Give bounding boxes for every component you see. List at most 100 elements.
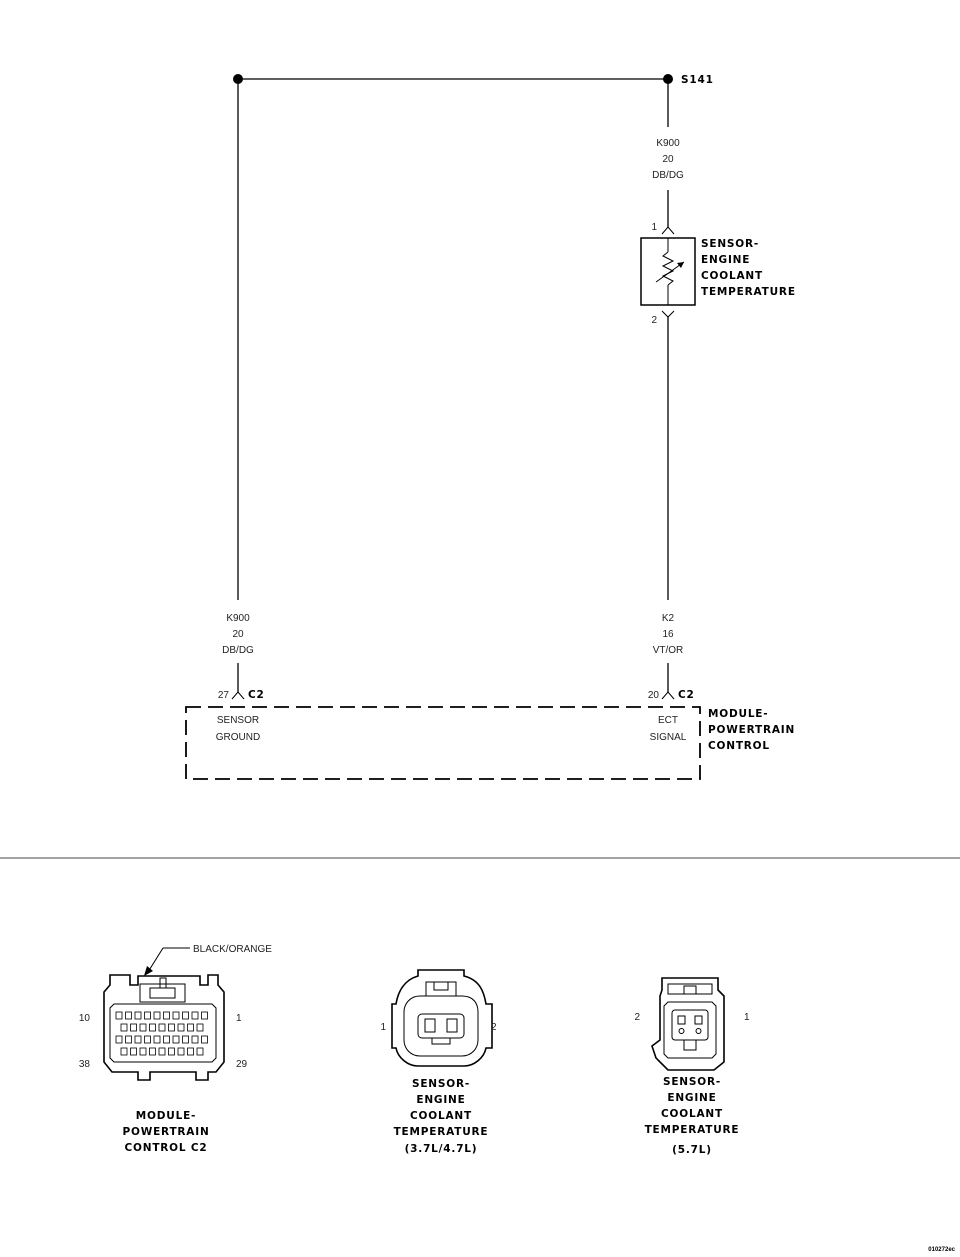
svg-text:20: 20 [232,629,244,640]
sensor-name: SENSOR- ENGINE COOLANT TEMPERATURE [701,238,796,298]
pcm-c2-cavity [139,1023,147,1032]
svg-text:COOLANT: COOLANT [661,1108,723,1120]
pcm-c2-cavity [163,1011,170,1020]
pcm-c2-pin-10: 10 [79,1013,91,1024]
svg-text:DB/DG: DB/DG [652,170,684,181]
pcm-c2-cavity [153,1035,161,1044]
svg-text:MODULE-: MODULE- [136,1110,196,1122]
pcm-c2-cavity [201,1011,208,1020]
pcm-right-pin-number: 20 [648,690,660,701]
pcm-c2-cavity [158,1047,166,1056]
pcm-c2-pin-1: 1 [236,1013,242,1024]
svg-text:GROUND: GROUND [216,732,260,743]
pcm-c2-pin-38: 38 [79,1059,91,1070]
sensor-pin1-number: 1 [651,222,657,233]
pcm-c2-cavity [168,1047,175,1056]
svg-text:VT/OR: VT/OR [653,645,684,656]
figure-code: 010272ec [928,1247,955,1253]
pcm-right-function: ECT SIGNAL [650,715,687,743]
pcm-c2-cavity [196,1047,204,1056]
pcm-c2-connector-view: BLACK/ORANGE 10 1 38 29 MODULE- POWERTRA… [79,944,272,1154]
pcm-c2-cavity [130,1047,137,1056]
svg-text:MODULE-: MODULE- [708,708,768,720]
pcm-c2-cavity [115,1011,123,1020]
pcm-c2-cavity [130,1023,137,1032]
svg-text:CONTROL C2: CONTROL C2 [125,1142,208,1154]
svg-text:COOLANT: COOLANT [410,1110,472,1122]
svg-text:SENSOR-: SENSOR- [701,238,759,250]
ect-37-pin-1: 1 [380,1022,386,1033]
pcm-c2-cavity [191,1035,199,1044]
ect-57-connector-view: 2 1 SENSOR- ENGINE COOLANT TEMPERATURE (… [634,977,750,1156]
pcm-module-box [185,706,701,780]
svg-text:ENGINE: ENGINE [667,1092,716,1104]
pcm-c2-cavity [144,1011,151,1020]
pcm-c2-cavity [168,1023,175,1032]
svg-text:(3.7L/4.7L): (3.7L/4.7L) [405,1143,478,1155]
svg-text:ENGINE: ENGINE [416,1094,465,1106]
pcm-c2-cavity [172,1035,180,1044]
pcm-left-terminal [231,691,245,700]
pcm-c2-cavity [134,1011,142,1020]
svg-text:SIGNAL: SIGNAL [650,732,687,743]
svg-text:K900: K900 [656,138,680,149]
pcm-c2-pin-29: 29 [236,1059,248,1070]
ect-57-pin-1: 1 [744,1012,750,1023]
pcm-c2-cavity [115,1035,123,1044]
pcm-name: MODULE- POWERTRAIN CONTROL [708,708,794,752]
wire-top-label: K900 20 DB/DG [652,138,684,181]
svg-text:TEMPERATURE: TEMPERATURE [701,286,796,298]
splice-label: S141 [681,74,714,86]
pcm-c2-cavity [125,1035,132,1044]
ect-37-connector-view: 1 2 SENSOR- ENGINE COOLANT TEMPERATURE (… [380,969,497,1155]
svg-text:ENGINE: ENGINE [701,254,750,266]
svg-text:ECT: ECT [658,715,678,726]
pcm-c2-cavity [120,1047,128,1056]
pcm-left-pin-number: 27 [218,690,230,701]
pcm-c2-cavity [149,1023,156,1032]
pcm-c2-cavity [182,1011,189,1020]
svg-text:K900: K900 [226,613,250,624]
svg-text:CONTROL: CONTROL [708,740,770,752]
pcm-right-terminal [661,691,675,700]
svg-text:K2: K2 [662,613,675,624]
pcm-left-connector-id: C2 [248,689,265,701]
svg-text:POWERTRAIN: POWERTRAIN [122,1126,209,1138]
pcm-c2-cavity [196,1023,204,1032]
svg-text:TEMPERATURE: TEMPERATURE [394,1126,489,1138]
pcm-c2-cavity [187,1047,194,1056]
sensor-pin1-terminal [661,226,675,235]
pcm-c2-cavity [120,1023,128,1032]
svg-text:TEMPERATURE: TEMPERATURE [645,1124,740,1136]
pcm-c2-cavity [149,1047,156,1056]
pcm-c2-cavity [163,1035,170,1044]
svg-text:SENSOR-: SENSOR- [663,1076,721,1088]
pcm-c2-cavity [172,1011,180,1020]
pcm-c2-cavity [144,1035,151,1044]
pcm-c2-cavity [177,1047,185,1056]
svg-text:DB/DG: DB/DG [222,645,254,656]
pcm-c2-cavity [153,1011,161,1020]
pcm-c2-cavity [134,1035,142,1044]
sensor-pin2-terminal [661,310,675,318]
pcm-c2-cavity [125,1011,132,1020]
svg-text:SENSOR: SENSOR [217,715,259,726]
pcm-c2-cavity-grid [115,1011,208,1056]
svg-text:COOLANT: COOLANT [701,270,763,282]
pcm-c2-cavity [177,1023,185,1032]
pcm-c2-cavity [201,1035,208,1044]
pcm-c2-color-label: BLACK/ORANGE [193,944,272,955]
pcm-right-connector-id: C2 [678,689,695,701]
pcm-c2-cavity [139,1047,147,1056]
pcm-left-function: SENSOR GROUND [216,715,260,743]
ect-37-pin-2: 2 [491,1022,497,1033]
svg-text:(5.7L): (5.7L) [672,1144,712,1156]
thermistor-symbol [655,238,685,305]
svg-text:SENSOR-: SENSOR- [412,1078,470,1090]
sensor-pin2-number: 2 [651,315,657,326]
svg-text:20: 20 [662,154,674,165]
ect-57-pin-2: 2 [634,1012,640,1023]
svg-text:16: 16 [662,629,674,640]
wire-right-label: K2 16 VT/OR [653,613,684,656]
